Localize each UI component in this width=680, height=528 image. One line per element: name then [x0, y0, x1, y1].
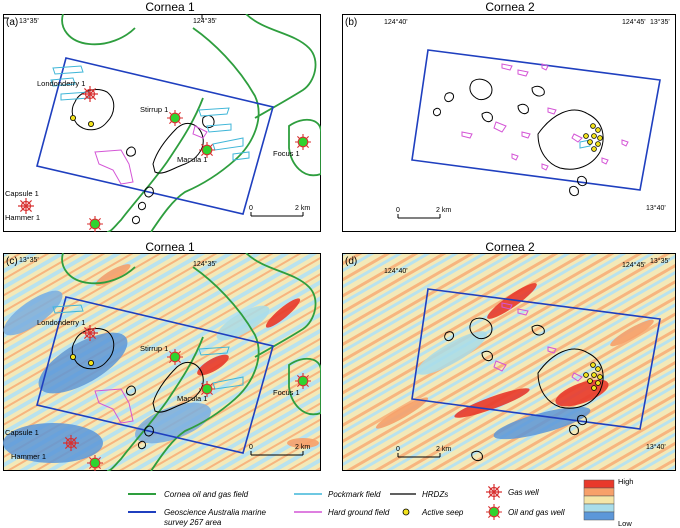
- coord-lon-d-left: 124°40': [384, 267, 408, 275]
- map-panel-d: (d) 124°40' 124°45' 13°35' 13°40' 0 2 km: [342, 253, 676, 471]
- coord-lon-d-right: 124°45': [622, 261, 646, 269]
- survey-area-outline-d: [411, 288, 661, 430]
- title-panel-c: Cornea 1: [145, 240, 195, 254]
- oil-gas-well-icons: [87, 110, 311, 232]
- survey-area-outline-c: [36, 296, 274, 454]
- active-seeps-c: [70, 354, 95, 367]
- coord-lat-b-bottom: 13°40': [646, 204, 666, 212]
- title-panel-b: Cornea 2: [485, 0, 535, 14]
- backscatter-high-zones-c: [95, 264, 319, 448]
- active-seeps-d: [583, 362, 603, 391]
- legend-pockmark-field: Pockmark field: [294, 490, 381, 499]
- coord-lat-b-top: 13°35': [650, 18, 670, 26]
- svg-text:2 km: 2 km: [295, 444, 310, 451]
- legend-gas-well: Gas well: [486, 484, 539, 500]
- well-label-macula-a: Macula 1: [177, 155, 207, 164]
- legend-active-seep: Active seep: [402, 508, 464, 517]
- svg-text:Hard ground field: Hard ground field: [328, 508, 390, 517]
- svg-text:Active seep: Active seep: [421, 508, 464, 517]
- hard-ground-fields-c: [94, 388, 134, 424]
- well-label-stirrup-c: Stirrup 1: [140, 344, 168, 353]
- active-seeps: [70, 115, 95, 128]
- gas-well-icons: [18, 86, 98, 214]
- scale-bar-a: 0 2 km: [249, 205, 310, 217]
- survey-area-outline: [36, 57, 274, 215]
- well-label-londonderry-a: Londonderry 1: [37, 79, 85, 88]
- title-panel-a: Cornea 1: [145, 0, 195, 14]
- map-panel-c: (c) 13°35' 124°35' Londonderry 1 Stirrup…: [3, 253, 321, 471]
- gas-well-icons-c: [63, 325, 98, 451]
- coord-lat-a: 13°35': [19, 17, 39, 25]
- hrdz-outlines-b: [433, 78, 604, 197]
- well-label-hammer-c: Hammer 1: [11, 452, 46, 461]
- backscatter-low-zones-d: [417, 331, 591, 440]
- svg-text:Cornea oil and gas field: Cornea oil and gas field: [164, 490, 249, 499]
- coord-lon-c: 124°35': [193, 260, 217, 268]
- svg-text:0: 0: [249, 205, 253, 212]
- well-label-focus-c: Focus 1: [273, 388, 300, 397]
- coord-lon-b-right: 124°45': [622, 18, 646, 26]
- svg-text:2 km: 2 km: [436, 207, 451, 214]
- panel-label-d: (d): [345, 256, 357, 267]
- backscatter-low-zones-c: [3, 290, 270, 463]
- well-label-focus-a: Focus 1: [273, 149, 300, 158]
- well-label-hammer-a: Hammer 1: [5, 213, 40, 222]
- coord-lon-b-left: 124°40': [384, 18, 408, 26]
- svg-text:Geoscience Australia marine: Geoscience Australia marine: [164, 508, 267, 517]
- pockmark-fields: [50, 65, 250, 161]
- svg-text:2 km: 2 km: [436, 446, 451, 453]
- panel-label-c: (c): [6, 256, 18, 267]
- svg-text:High: High: [618, 477, 633, 486]
- coord-lat-d-bottom: 13°40': [646, 443, 666, 451]
- scale-bar-c: 0 2 km: [249, 444, 310, 456]
- svg-text:0: 0: [249, 444, 253, 451]
- pockmark-fields-b: [579, 139, 591, 149]
- well-label-macula-c: Macula 1: [177, 394, 207, 403]
- survey-area-outline-b: [411, 49, 661, 191]
- svg-text:Pockmark field: Pockmark field: [328, 490, 381, 499]
- map-panel-b: (b) 124°40' 124°45' 13°35' 13°40' 0 2 km: [342, 14, 676, 232]
- svg-text:0: 0: [396, 446, 400, 453]
- panel-label-a: (a): [6, 17, 18, 28]
- legend-hrdz: HRDZs: [390, 490, 448, 499]
- active-seeps-b: [583, 123, 603, 152]
- legend-backscatter-ramp: High Low: [583, 477, 633, 528]
- title-panel-d: Cornea 2: [485, 240, 535, 254]
- well-label-londonderry-c: Londonderry 1: [37, 318, 85, 327]
- well-label-capsule-c: Capsule 1: [5, 428, 39, 437]
- map-legend: Cornea oil and gas field Geoscience Aust…: [120, 474, 676, 528]
- svg-text:Oil and gas well: Oil and gas well: [508, 508, 565, 517]
- scale-bar-b: 0 2 km: [396, 207, 451, 219]
- scale-bar-d: 0 2 km: [396, 446, 451, 458]
- coord-lat-d-top: 13°35': [650, 257, 670, 265]
- hard-ground-fields: [94, 125, 208, 185]
- svg-text:Low: Low: [618, 519, 632, 528]
- svg-text:Gas well: Gas well: [508, 488, 539, 497]
- coord-lat-c: 13°35': [19, 256, 39, 264]
- legend-oil-gas-well: Oil and gas well: [486, 504, 565, 520]
- coord-lon-a: 124°35': [193, 17, 217, 25]
- oil-gas-well-icons-c: [87, 349, 311, 471]
- pockmark-fields-c: [52, 304, 244, 390]
- well-label-stirrup-a: Stirrup 1: [140, 105, 168, 114]
- hard-ground-fields-b: [461, 63, 629, 171]
- legend-survey-area: Geoscience Australia marine survey 267 a…: [128, 508, 267, 527]
- well-label-capsule-a: Capsule 1: [5, 189, 39, 198]
- legend-hard-ground-field: Hard ground field: [294, 508, 390, 517]
- hrdz-outlines-d: [444, 317, 604, 462]
- svg-text:survey 267 area: survey 267 area: [164, 518, 222, 527]
- svg-text:2 km: 2 km: [295, 205, 310, 212]
- hard-ground-fields-d: [493, 302, 583, 382]
- legend-oil-gas-field: Cornea oil and gas field: [128, 490, 249, 499]
- panel-label-b: (b): [345, 17, 357, 28]
- svg-text:HRDZs: HRDZs: [422, 490, 448, 499]
- map-panel-a: (a) 13°35' 124°35': [3, 14, 321, 232]
- svg-text:0: 0: [396, 207, 400, 214]
